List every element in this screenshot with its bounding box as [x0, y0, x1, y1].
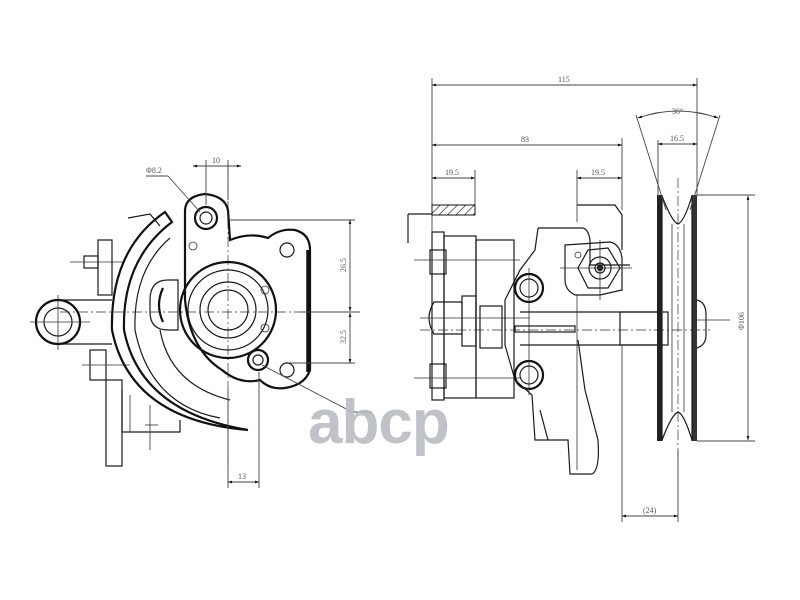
- dim-groove-angle: 36°: [672, 107, 683, 116]
- dim-lower-height: 32.5: [339, 330, 348, 344]
- dim-hole-offset: 10: [212, 156, 220, 165]
- mounting-eye: [30, 295, 112, 350]
- dim-groove-width: 16.5: [670, 134, 684, 143]
- dim-pulley-diameter: Φ106: [737, 312, 746, 330]
- watermark-logo: abcp: [308, 388, 450, 457]
- front-view: Φ8.2 10 26.5 32.5 13: [30, 156, 372, 488]
- side-view: 115 83 19.5 19.5: [407, 75, 755, 522]
- pulley: [657, 178, 730, 460]
- dim-upper-height: 26.5: [339, 258, 348, 272]
- dim-bottom-offset: 13: [238, 472, 246, 481]
- dim-hub-offset: (24): [643, 506, 657, 515]
- dim-body-length: 83: [521, 135, 529, 144]
- dim-overall-length: 115: [558, 75, 570, 84]
- dim-left-flange: 19.5: [445, 168, 459, 177]
- dim-hole-diameter: Φ8.2: [146, 166, 162, 175]
- dim-right-flange: 19.5: [591, 168, 605, 177]
